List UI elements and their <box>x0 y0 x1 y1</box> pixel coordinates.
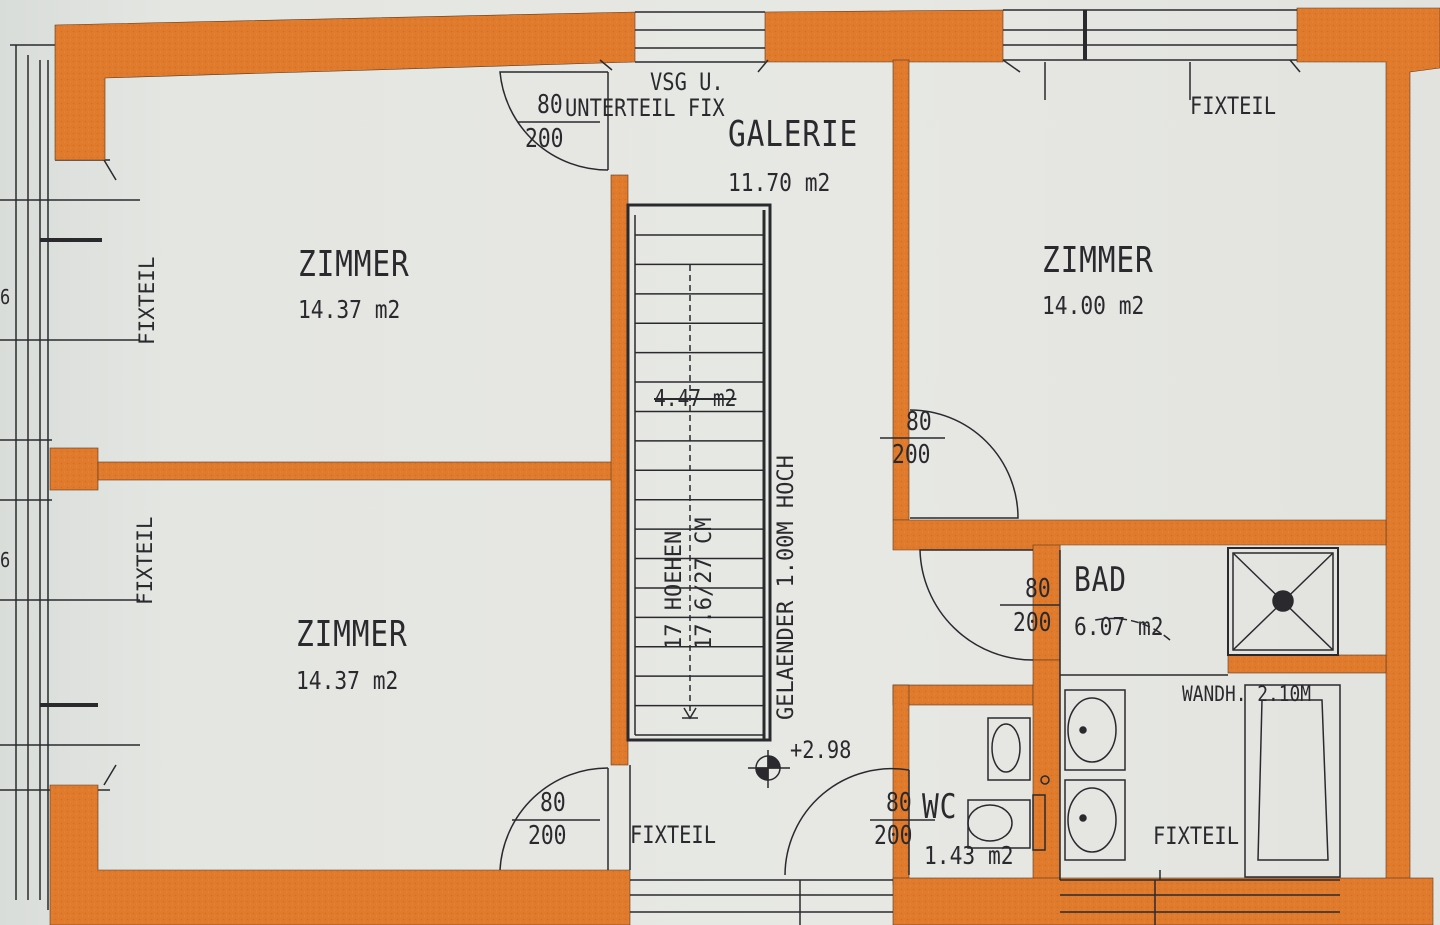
room-area-stairs: 4.47 m2 <box>654 386 737 412</box>
sinks <box>1064 689 1161 880</box>
door-top-left-height: 200 <box>525 124 564 154</box>
label-fixteil-left-top: FIXTEIL <box>135 256 159 345</box>
label-fixteil-top-right: FIXTEIL <box>1190 92 1276 120</box>
window-marks-left <box>40 238 102 707</box>
level-marker <box>748 750 790 788</box>
walls <box>49 7 1440 925</box>
room-area-zimmer-right: 14.00 m2 <box>1042 291 1145 320</box>
bottom-windows <box>630 879 1340 925</box>
wc-fixtures <box>967 717 1050 851</box>
top-windows <box>599 9 1301 100</box>
door-right-zimmer-width: 80 <box>906 407 932 437</box>
room-area-zimmer-bottom-left: 14.37 m2 <box>296 666 399 695</box>
door-top-left-width: 80 <box>537 90 563 120</box>
label-fixteil-bottom-right: FIXTEIL <box>1153 822 1239 850</box>
door-right-zimmer-height: 200 <box>892 440 931 470</box>
staircase <box>626 203 772 742</box>
label-level: +2.98 <box>790 736 852 764</box>
room-area-zimmer-top-left: 14.37 m2 <box>298 295 401 324</box>
room-area-galerie: 11.70 m2 <box>728 168 831 197</box>
label-dimension-6-top: 6 <box>0 285 11 309</box>
room-name-zimmer-bottom-left: ZIMMER <box>296 614 408 655</box>
label-wandhoehe: WANDH. 2.10M <box>1182 682 1311 706</box>
label-stair-step-size: 17.6/27 CM <box>692 517 717 650</box>
room-area-bad: 6.07 m2 <box>1074 612 1164 641</box>
door-bottom-left-width: 80 <box>540 788 566 818</box>
label-stair-steps: 17 HOEHEN <box>662 530 687 650</box>
room-name-galerie: GALERIE <box>728 114 859 155</box>
room-name-bad: BAD <box>1074 560 1127 600</box>
door-wc-width: 80 <box>886 788 912 818</box>
label-fixteil-bottom-middle: FIXTEIL <box>630 821 716 849</box>
door-swings <box>499 71 1171 876</box>
label-dimension-6-bottom: 6 <box>0 548 11 572</box>
label-gelaender: GELAENDER 1.00M HOCH <box>774 455 799 720</box>
door-bad-width: 80 <box>1025 574 1051 604</box>
shower <box>1227 547 1339 656</box>
room-name-zimmer-right: ZIMMER <box>1042 240 1154 281</box>
room-name-zimmer-top-left: ZIMMER <box>298 244 410 285</box>
room-area-wc: 1.43 m2 <box>924 841 1014 870</box>
door-wc-height: 200 <box>874 821 913 851</box>
bathtub <box>1244 684 1341 878</box>
room-name-wc: WC <box>922 787 958 827</box>
door-bottom-left-height: 200 <box>528 821 567 851</box>
wall-outlines <box>629 548 1229 880</box>
label-fixteil-left-bottom: FIXTEIL <box>133 516 157 605</box>
door-bad-height: 200 <box>1013 608 1052 638</box>
label-unterteil-fix: UNTERTEIL FIX <box>565 94 725 122</box>
label-vsg: VSG U. <box>650 68 724 96</box>
stair-treads <box>635 234 764 736</box>
